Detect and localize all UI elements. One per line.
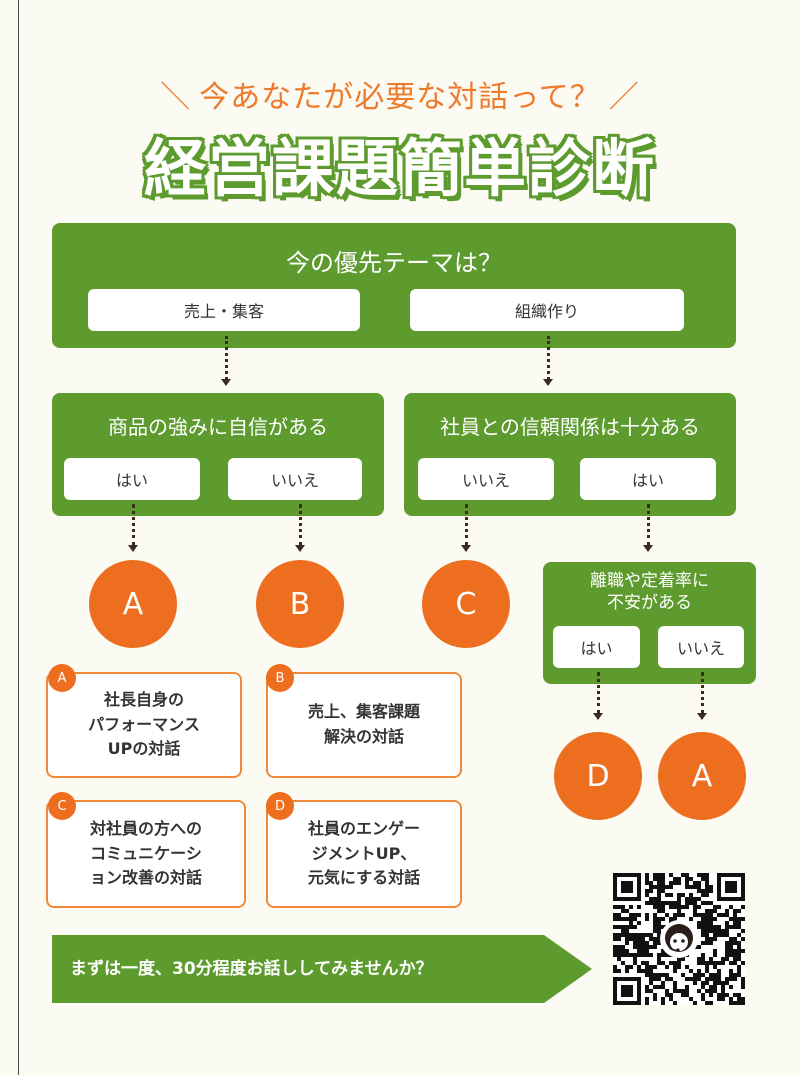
subtitle: ＼今あなたが必要な対話って？／ — [0, 72, 800, 116]
option-organization[interactable]: 組織作り — [410, 289, 684, 331]
arrow-icon — [295, 504, 305, 552]
option-no[interactable]: いいえ — [658, 626, 744, 668]
outcome-b: B — [256, 560, 344, 648]
option-no[interactable]: いいえ — [228, 458, 362, 500]
headset-avatar-icon — [660, 920, 698, 958]
arrow-icon — [461, 504, 471, 552]
question-box-trust: 社員との信頼関係は十分ある いいえ はい — [404, 393, 736, 516]
outcome-d: D — [554, 732, 642, 820]
arrow-icon — [593, 672, 603, 720]
arrow-icon — [543, 336, 553, 386]
page-title: 経営課題簡単診断 — [143, 132, 656, 205]
arrow-icon — [697, 672, 707, 720]
result-card-d: 社員のエンゲージメントUP、元気にする対話 — [266, 800, 462, 908]
question-box-priority: 今の優先テーマは？ 売上・集客 組織作り — [52, 223, 736, 348]
question-box-product: 商品の強みに自信がある はい いいえ — [52, 393, 384, 516]
page-edge — [18, 0, 19, 1075]
question-text: 社員との信頼関係は十分ある — [440, 415, 700, 439]
question-text: 今の優先テーマは？ — [286, 249, 502, 277]
result-card-c: 対社員の方へのコミュニケーション改善の対話 — [46, 800, 246, 908]
option-sales[interactable]: 売上・集客 — [88, 289, 360, 331]
result-badge: C — [48, 792, 76, 820]
question-text: 商品の強みに自信がある — [108, 415, 328, 439]
result-card-b: 売上、集客課題解決の対話 — [266, 672, 462, 778]
outcome-a: A — [658, 732, 746, 820]
option-yes[interactable]: はい — [580, 458, 716, 500]
cta-banner[interactable]: まずは一度、30分程度お話ししてみませんか？ — [52, 935, 592, 1003]
question-line: 離職や定着率に — [590, 571, 709, 591]
question-line: 不安がある — [607, 593, 692, 613]
outcome-a: A — [89, 560, 177, 648]
option-yes[interactable]: はい — [64, 458, 200, 500]
arrow-icon — [221, 336, 231, 386]
outcome-c: C — [422, 560, 510, 648]
slash-left: ＼ — [160, 80, 192, 115]
option-yes[interactable]: はい — [553, 626, 640, 668]
slash-right: ／ — [608, 80, 640, 115]
option-no[interactable]: いいえ — [418, 458, 554, 500]
subtitle-text: 今あなたが必要な対話って？ — [199, 80, 601, 115]
arrow-icon — [643, 504, 653, 552]
cta-text: まずは一度、30分程度お話ししてみませんか？ — [70, 959, 433, 979]
qr-code[interactable] — [613, 873, 745, 1005]
result-badge: B — [266, 664, 294, 692]
result-badge: A — [48, 664, 76, 692]
result-badge: D — [266, 792, 294, 820]
question-box-turnover: 離職や定着率に不安がある はい いいえ — [543, 562, 756, 684]
arrow-icon — [128, 504, 138, 552]
